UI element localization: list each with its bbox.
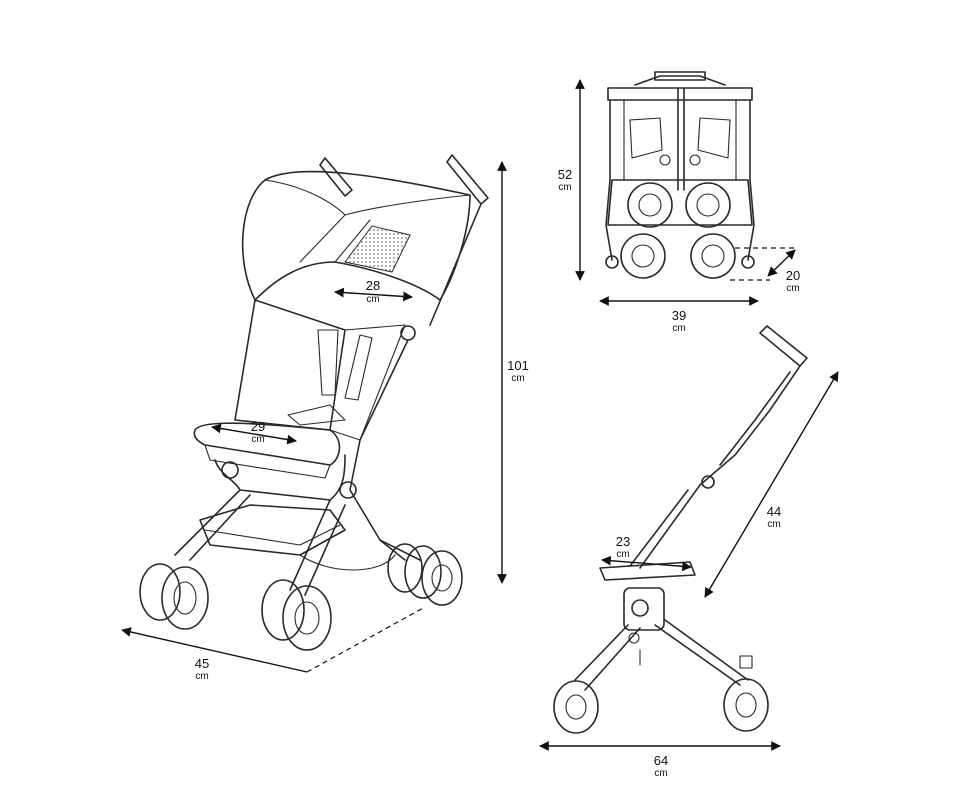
rear-right-wheel [404,545,463,606]
height-unit: cm [511,373,524,384]
dimension-length: 64 cm [539,741,781,779]
folded-view-stroller [605,71,795,281]
canopy-width-value: 28 [366,278,380,293]
length-value: 64 [654,753,668,768]
folded-depth-value: 20 [786,268,800,283]
depth-unit: cm [195,671,208,682]
folded-width-value: 39 [672,308,686,323]
folded-height-value: 52 [558,167,572,182]
front-right-wheel [261,579,332,651]
height-value: 101 [507,358,529,373]
dimension-depth: 45 cm [121,606,426,682]
seat-width-value: 29 [251,419,265,434]
dimension-backrest-height: 44 cm [704,371,839,598]
folded-width-unit: cm [672,323,685,334]
dimension-seat-depth: 23 cm [601,534,692,572]
canopy-width-unit: cm [366,294,379,305]
backrest-height-value: 44 [767,504,781,519]
dimension-folded-depth: 20 cm [767,249,800,294]
backrest-height-unit: cm [767,519,780,530]
folded-depth-unit: cm [786,283,799,294]
dimension-height: 101 cm [497,161,530,584]
front-left-wheel [139,563,209,630]
folded-height-unit: cm [558,182,571,193]
seat-width-unit: cm [251,434,264,445]
front-view-stroller [139,154,489,651]
length-unit: cm [654,768,667,779]
dimension-folded-height: 52 cm [558,79,585,281]
seat-depth-value: 23 [616,534,630,549]
rear-left-wheel [387,543,423,593]
seat-depth-unit: cm [616,549,629,560]
dimension-canopy-width: 28 cm [334,278,413,305]
depth-value: 45 [195,656,209,671]
dimension-folded-width: 39 cm [599,296,759,334]
dimension-seat-width: 29 cm [211,419,297,445]
